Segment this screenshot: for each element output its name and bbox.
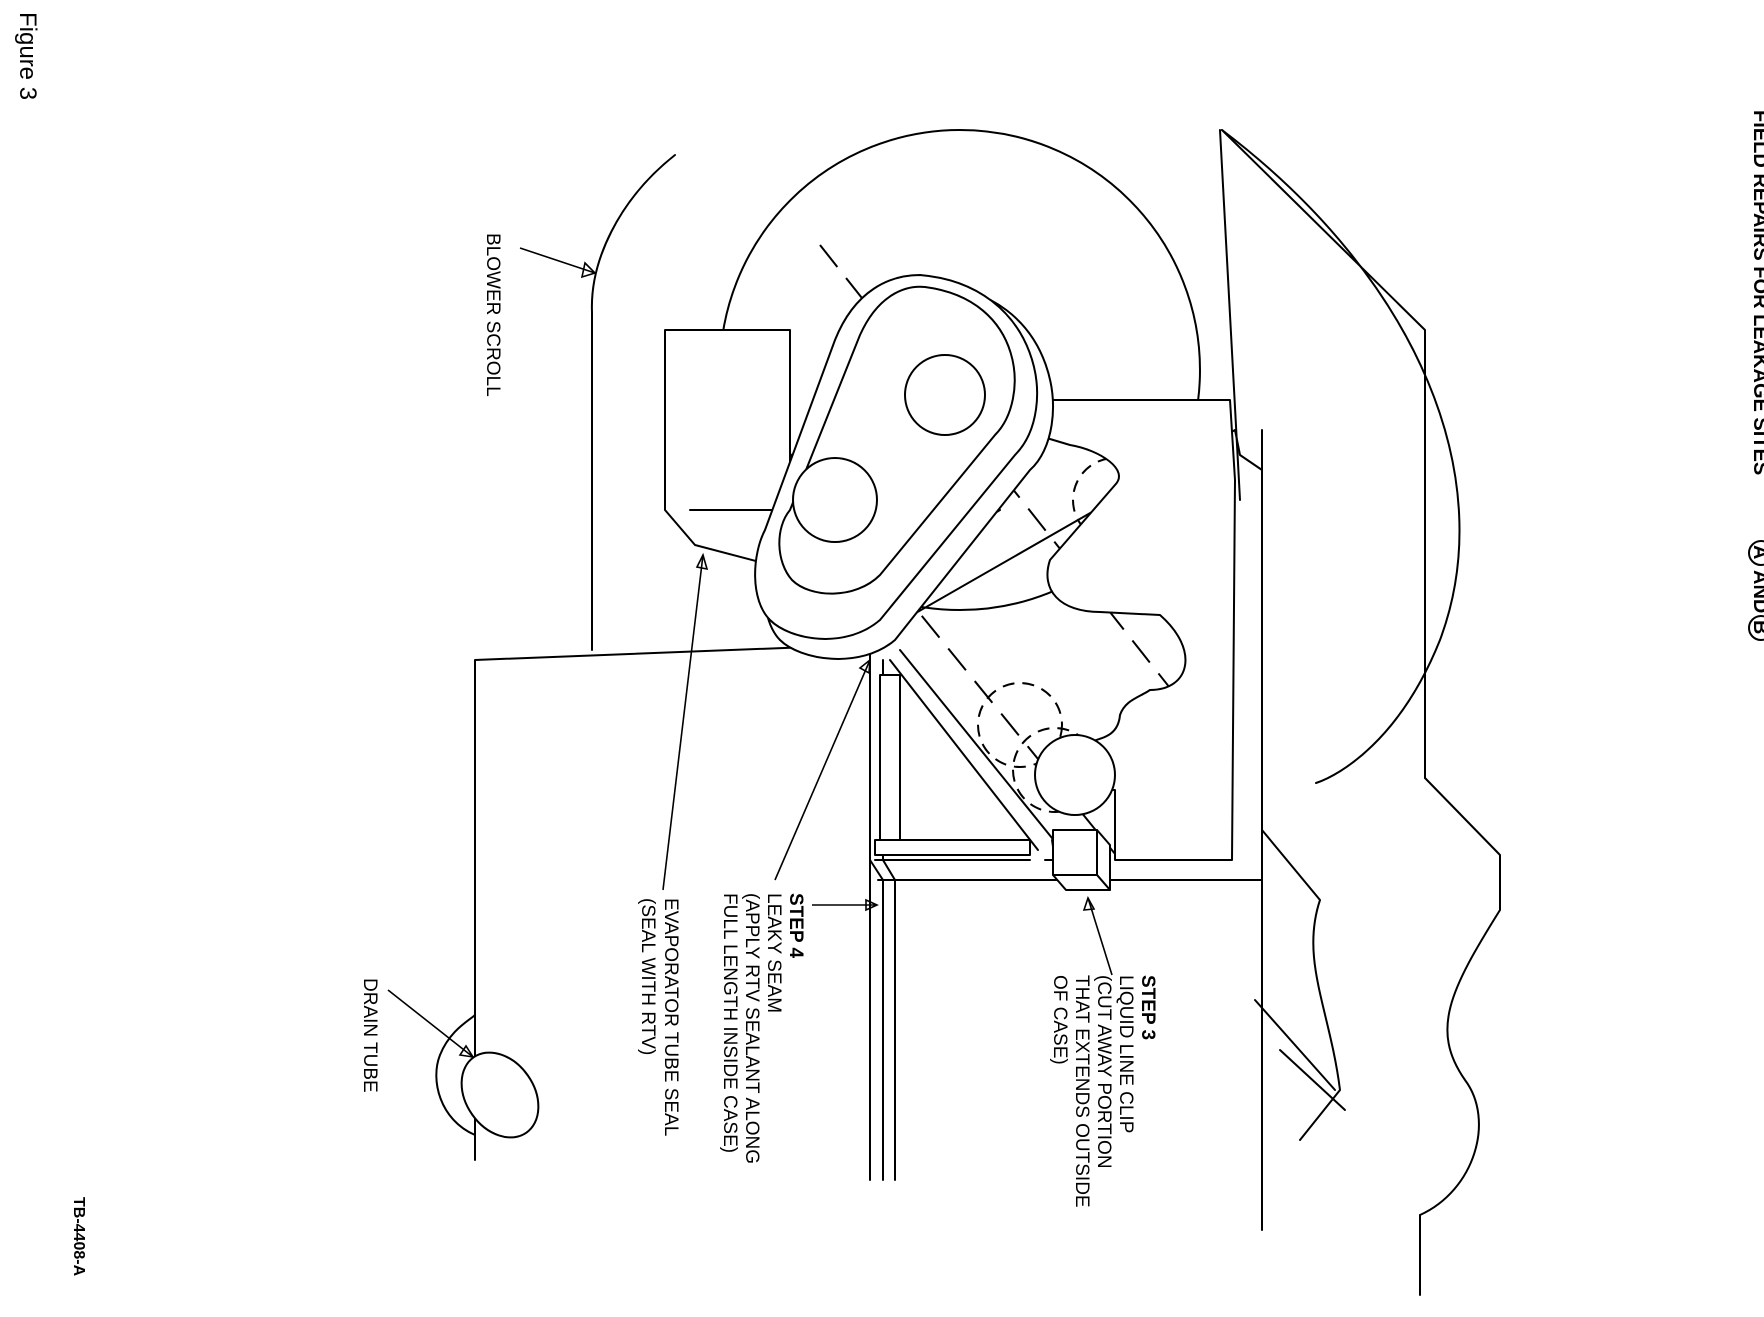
leader-lines [387,247,1113,1059]
figure-label: Figure 3 [14,12,41,100]
label-step4: STEP 4 LEAKY SEAM (APPLY RTV SEALANT ALO… [719,893,806,1164]
step3-line-4: OF CASE) [1049,975,1070,1065]
doc-number: TB-4408-A [70,1197,87,1277]
label-drain-tube: DRAIN TUBE [359,978,380,1093]
evap-seal-line-1: EVAPORATOR TUBE SEAL [660,898,681,1136]
step4-line-3: FULL LENGTH INSIDE CASE) [719,893,740,1153]
label-step3: STEP 3 LIQUID LINE CLIP (CUT AWAY PORTIO… [1049,975,1158,1208]
step3-line-1: LIQUID LINE CLIP [1115,975,1136,1133]
tube-plate-block [664,329,791,571]
site-a-letter: A [1749,545,1764,559]
step3-line-3: THAT EXTENDS OUTSIDE [1071,975,1092,1208]
label-blower-scroll: BLOWER SCROLL [482,233,503,397]
site-b-letter: B [1749,620,1764,634]
clip-bracket [919,399,1236,861]
liquid-line-clip [1052,829,1111,891]
step4-line-2: (APPLY RTV SEALANT ALONG [741,893,762,1164]
title-text: FIELD REPAIRS FOR LEAKAGE SITES [1749,110,1764,475]
drain-tube [460,1051,540,1139]
housing-outline [1221,129,1501,1296]
site-b-circle [1748,615,1764,641]
step4-line-1: LEAKY SEAM [763,893,784,1013]
evaporator-tube-seal [754,274,1054,660]
title-conj: AND [1749,570,1764,613]
step4-heading: STEP 4 [785,893,806,959]
figure-title: FIELD REPAIRS FOR LEAKAGE SITES A AND B [1748,110,1764,641]
step3-heading: STEP 3 [1137,975,1158,1040]
site-a-circle [1748,540,1764,566]
step3-line-2: (CUT AWAY PORTION [1093,975,1114,1169]
evap-seal-line-2: (SEAL WITH RTV) [637,898,658,1055]
evaporator-case [435,429,1263,1181]
label-evaporator-seal: EVAPORATOR TUBE SEAL (SEAL WITH RTV) [637,898,681,1136]
